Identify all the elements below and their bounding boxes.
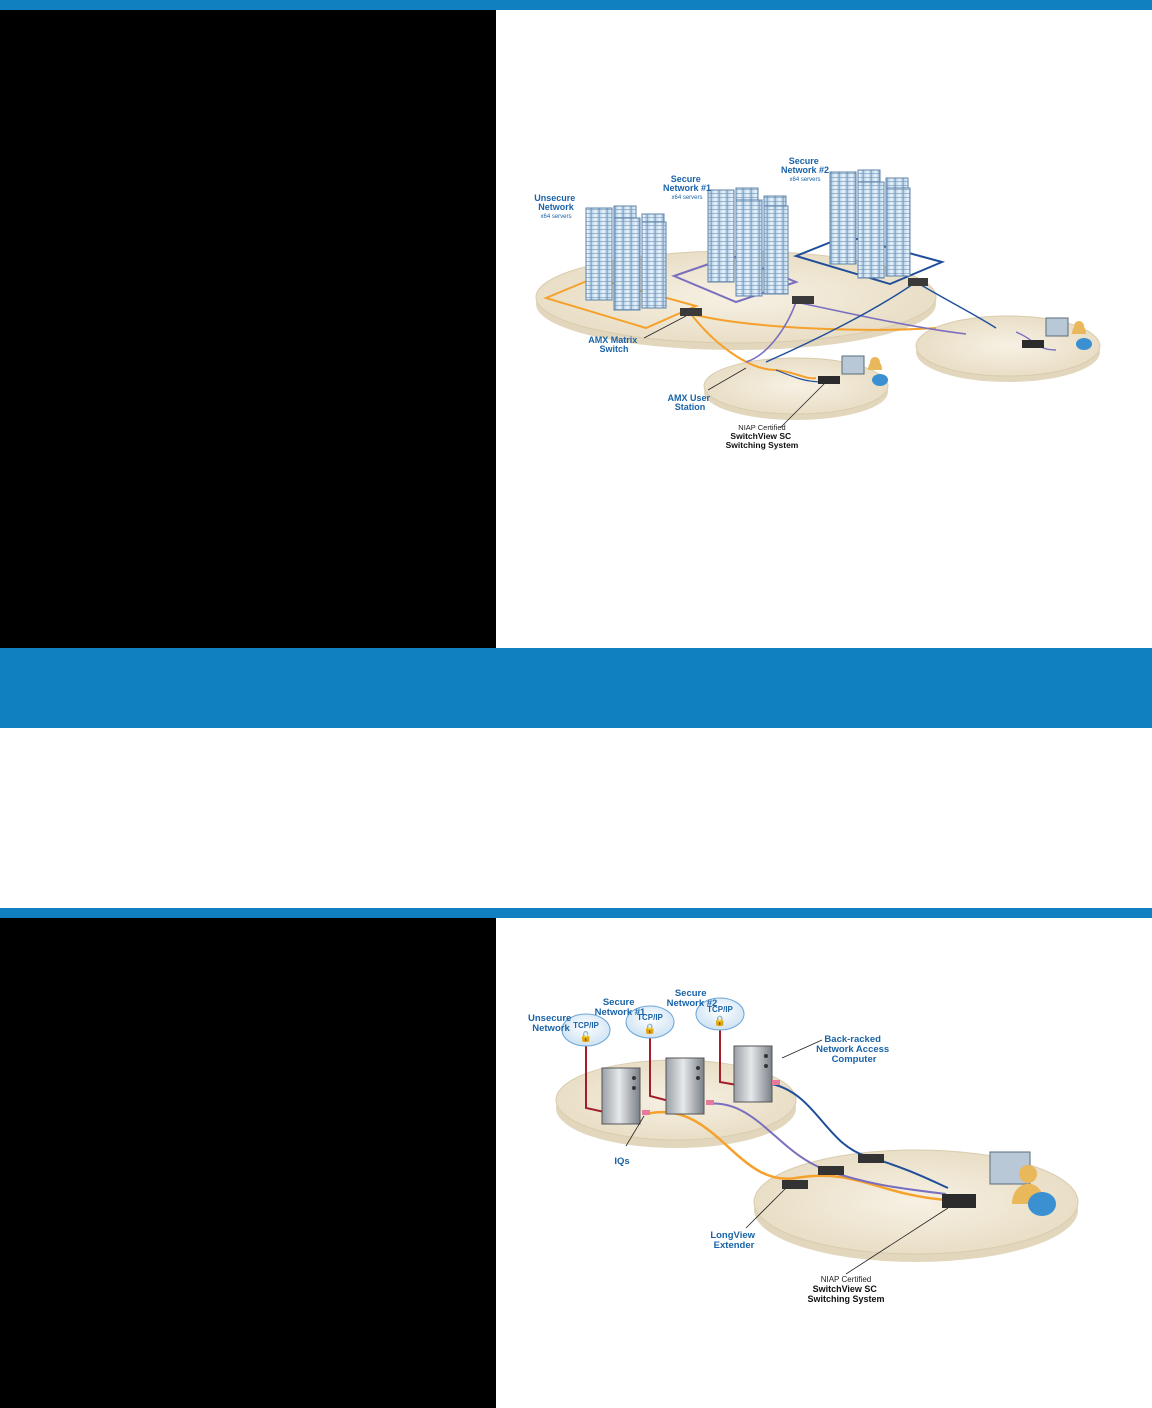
station-switch-2 (1022, 340, 1044, 348)
secure2-label-2: Secure Network #2 (667, 988, 718, 1009)
lower-band (0, 908, 1152, 918)
server-racks-unsecure (585, 205, 667, 311)
longview-extender-3 (858, 1154, 884, 1163)
diagram-longview-svg: TCP/IP 🔓 TCP/IP 🔒 TCP/IP 🔒 Unsecure Netw… (528, 988, 1079, 1304)
iq-adapter-2 (706, 1100, 714, 1105)
cloud-unsecure: TCP/IP 🔓 (561, 1013, 611, 1047)
matrix-switch-3 (908, 278, 928, 286)
matrix-switch-2 (792, 296, 814, 304)
longview-extender-2 (818, 1166, 844, 1175)
middle-band (0, 648, 1152, 728)
black-panel-top (0, 10, 496, 648)
switchview-label-1: SwitchView SC Switching System (726, 431, 799, 450)
diagram-longview: TCP/IP 🔓 TCP/IP 🔒 TCP/IP 🔒 Unsecure Netw… (496, 918, 1152, 1408)
top-band (0, 0, 1152, 10)
user-workstation (989, 1151, 1056, 1216)
secure1-label: Secure Network #1 (663, 174, 711, 193)
switchview-label-2: SwitchView SC Switching System (807, 1284, 884, 1304)
secure1-sub-label: x64 servers (671, 195, 702, 201)
longview-extender-1 (782, 1180, 808, 1189)
lock-icon: 🔒 (644, 1023, 656, 1035)
iq-adapter-3 (772, 1080, 780, 1085)
navy-cable (765, 281, 997, 363)
niap-label-1: NIAP Certified (738, 423, 785, 432)
iqs-label: IQs (614, 1156, 629, 1167)
cloud-label-1: TCP/IP (573, 1021, 599, 1030)
unlock-icon: 🔓 (580, 1030, 592, 1043)
user-station-1 (841, 355, 888, 386)
station-switch-1 (818, 376, 840, 384)
cloud-label-2: TCP/IP (637, 1013, 663, 1022)
server-racks-secure2 (829, 169, 911, 279)
backracked-label: Back-racked Network Access Computer (816, 1034, 892, 1065)
secure2-sub-label: x64 servers (789, 177, 820, 183)
switchview-unit (942, 1194, 976, 1208)
purple-cable (745, 301, 967, 363)
niap-label-2: NIAP Certified (821, 1275, 872, 1284)
cloud-secure2: TCP/IP 🔒 (695, 997, 745, 1031)
secure1-label-2: Secure Network #1 (595, 997, 646, 1018)
iq-adapter-1 (642, 1110, 650, 1115)
unsecure-sub-label: x64 servers (540, 214, 571, 220)
unsecure-network-label: Unsecure Network (534, 193, 578, 212)
diagram-matrix-switch: Unsecure Network x64 servers Secure Netw… (496, 10, 1152, 648)
cloud-secure1: TCP/IP 🔒 (625, 1005, 675, 1039)
orange-cable (690, 313, 937, 380)
diagram-matrix-switch-svg: Unsecure Network x64 servers Secure Netw… (534, 156, 1101, 450)
computer-tower-1 (601, 1067, 641, 1125)
computer-tower-3 (733, 1045, 773, 1103)
secure2-label: Secure Network #2 (781, 156, 829, 175)
orange-cable-2 (645, 1110, 947, 1202)
unsecure-network-outline (543, 276, 699, 330)
matrix-switch-label: AMX Matrix Switch (588, 335, 640, 354)
matrix-switch-1 (680, 308, 702, 316)
cloud-label-3: TCP/IP (707, 1005, 733, 1014)
black-panel-bottom (0, 918, 496, 1408)
lock-icon: 🔒 (714, 1015, 726, 1027)
unsecure-network-label-2: Unsecure Network (528, 1013, 574, 1034)
user-station-2 (1045, 317, 1092, 350)
longview-label: LongView Extender (710, 1230, 757, 1251)
server-racks-secure1 (707, 187, 789, 297)
computer-tower-2 (665, 1057, 705, 1115)
user-station-label: AMX User Station (667, 393, 712, 412)
